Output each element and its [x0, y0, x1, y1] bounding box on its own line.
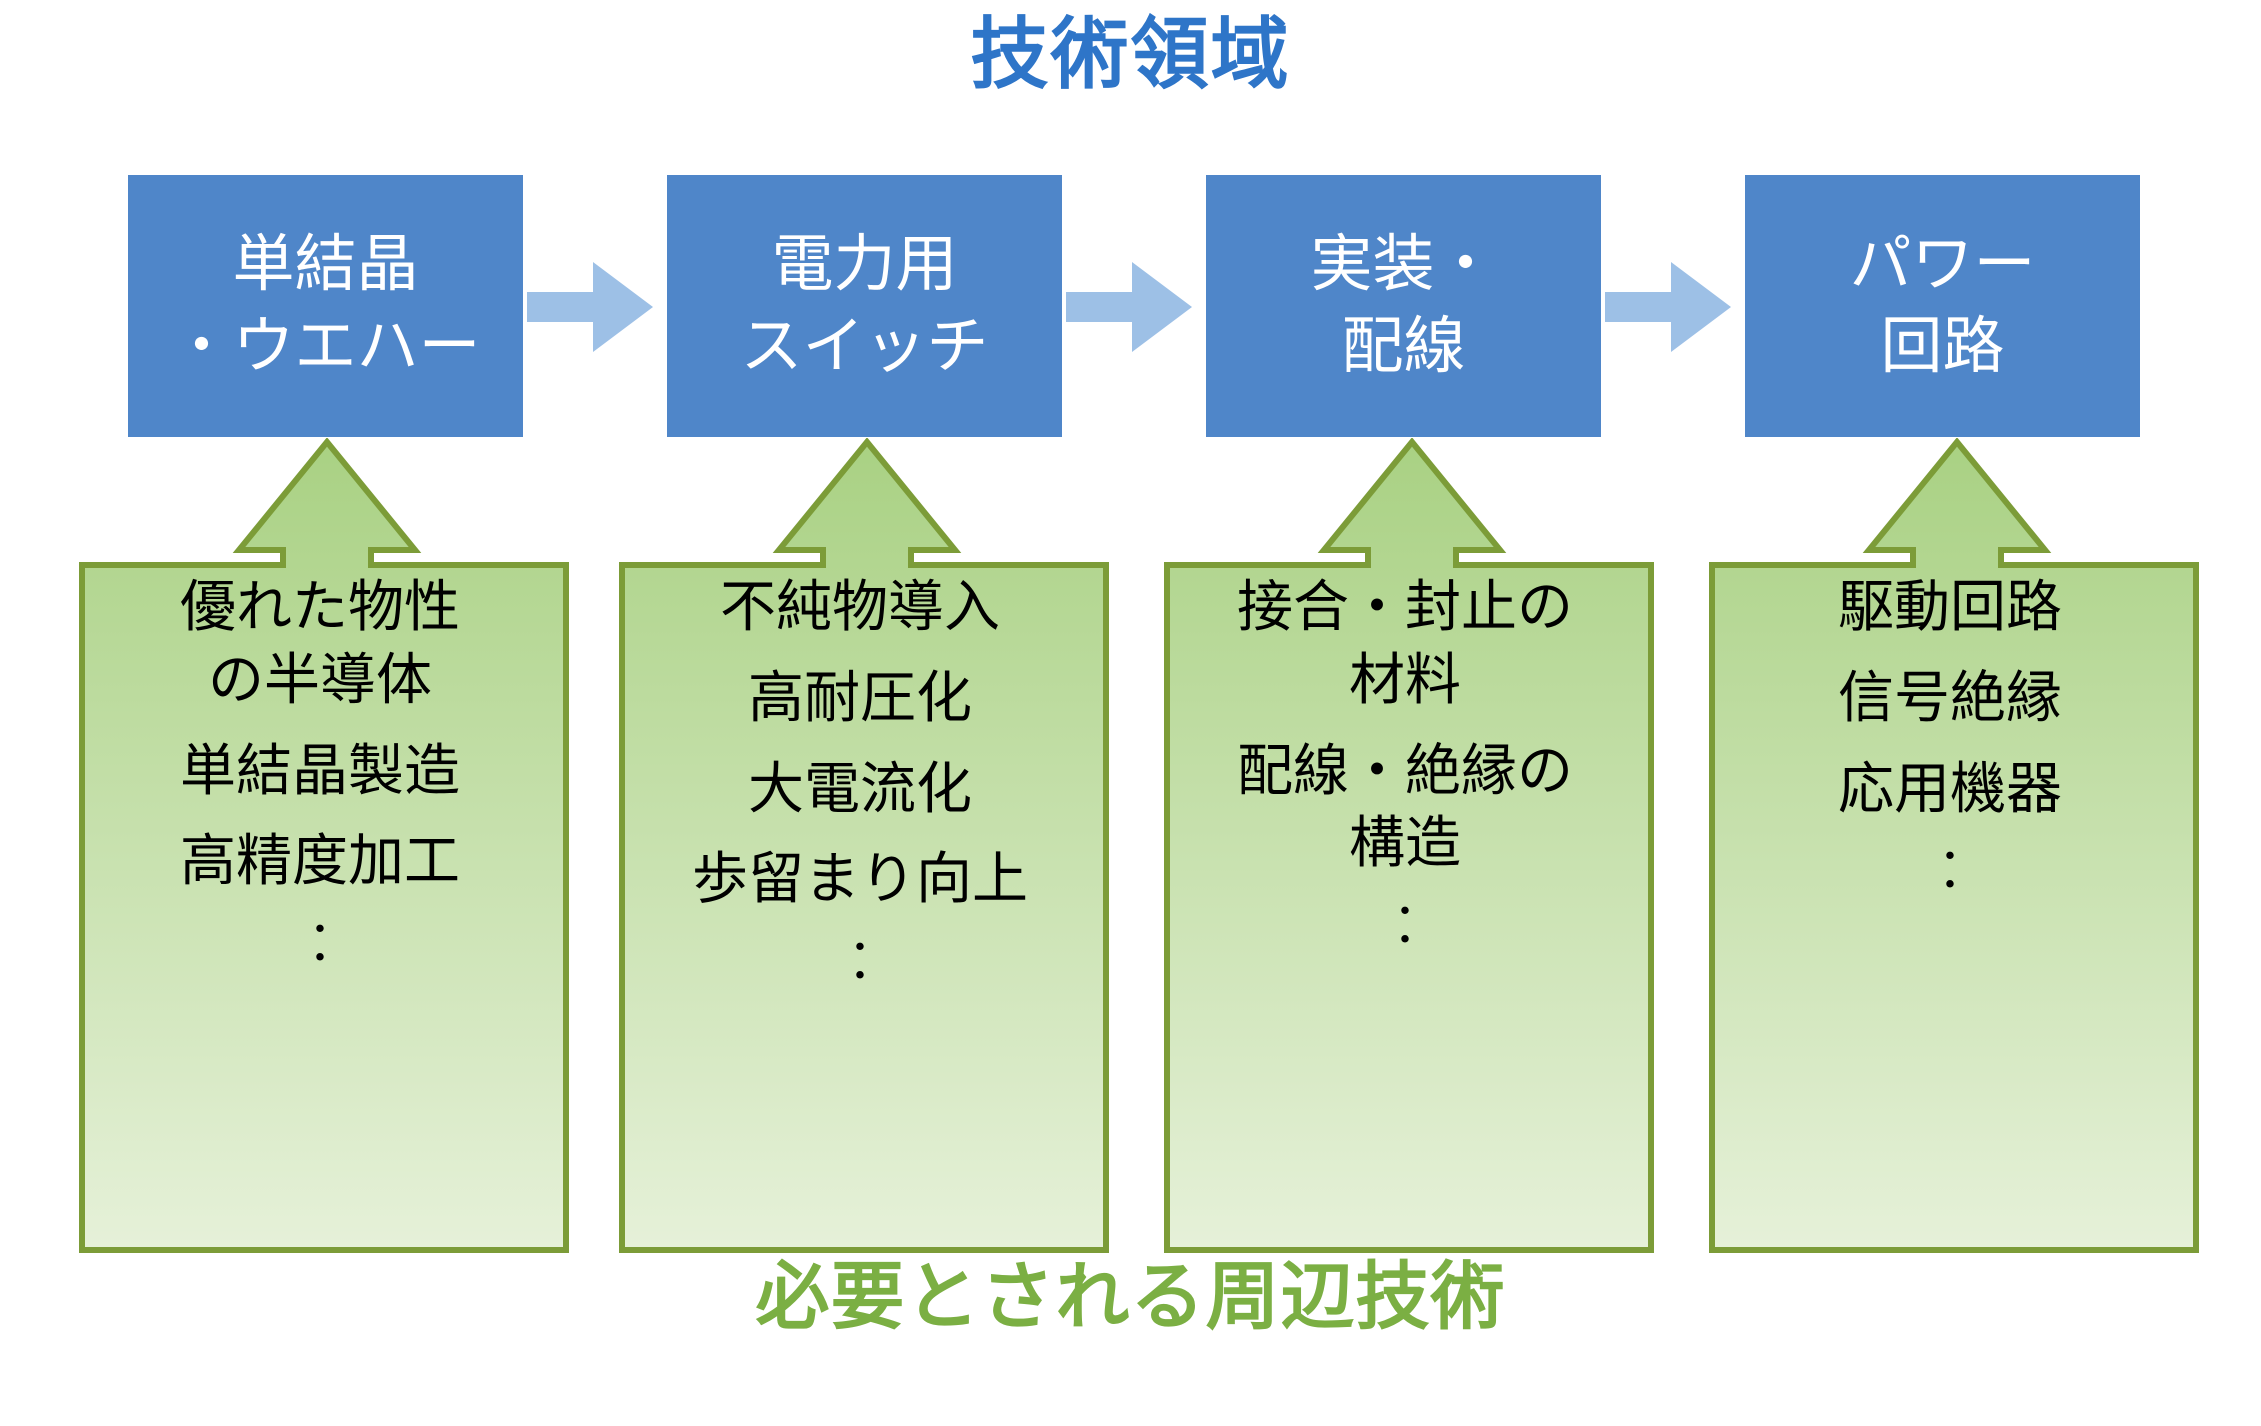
right-arrow-icon — [527, 262, 653, 352]
tech-domain-box-2[interactable]: 電力用 スイッチ — [667, 175, 1062, 437]
support-tech-group-1[interactable]: 優れた物性 の半導体 単結晶製造 高精度加工 ︰ — [70, 438, 570, 1254]
tech-domain-box-3[interactable]: 実装・ 配線 — [1206, 175, 1601, 437]
right-arrow-icon — [1066, 262, 1192, 352]
support-tech-group-2[interactable]: 不純物導入 高耐圧化 大電流化 歩留まり向上 ︰ — [610, 438, 1110, 1254]
tech-domain-box-1-line-2: ・ウエハー — [170, 312, 481, 381]
support-tech-group-4[interactable]: 駆動回路 信号絶縁 応用機器 ︰ — [1700, 438, 2200, 1254]
tech-domain-box-1[interactable]: 単結晶 ・ウエハー — [128, 175, 523, 437]
tech-domain-box-4-line-2: 回路 — [1880, 312, 2005, 381]
tech-domain-box-3-line-1: 実装・ — [1310, 230, 1497, 300]
tech-domain-box-4[interactable]: パワー 回路 — [1745, 175, 2140, 437]
support-tech-group-3[interactable]: 接合・封止の 材料 配線・絶縁の 構造 ︰ — [1155, 438, 1655, 1254]
tech-domain-box-1-line-1: 単結晶 — [232, 230, 419, 300]
tech-domain-box-2-line-2: スイッチ — [740, 312, 989, 381]
tech-domain-box-4-line-1: パワー — [1849, 230, 2036, 300]
page-title-tech-domain: 技術領域 — [970, 10, 1291, 98]
right-arrow-icon — [1605, 262, 1731, 352]
tech-domain-box-3-line-2: 配線 — [1341, 312, 1466, 381]
tech-domain-box-2-line-1: 電力用 — [771, 230, 958, 300]
page-subtitle-support-tech: 必要とされる周辺技術 — [755, 1255, 1506, 1338]
